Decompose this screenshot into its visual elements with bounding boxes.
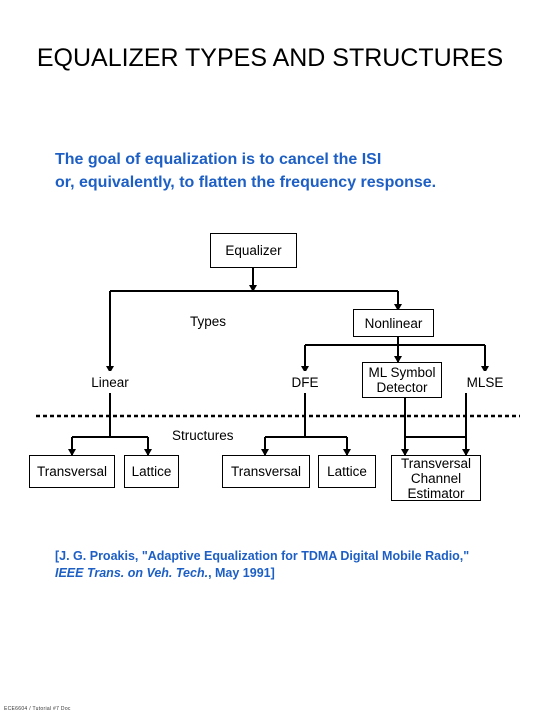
lattice-2-box: Lattice	[318, 455, 376, 488]
estimator-line-2: Channel	[410, 470, 462, 486]
equalizer-label: Equalizer	[225, 243, 282, 258]
types-label: Types	[190, 314, 227, 329]
ml-symbol-detector-box: ML Symbol Detector	[362, 362, 442, 398]
estimator-line-1: Transversal	[400, 455, 472, 471]
reference-line-1: [J. G. Proakis, "Adaptive Equalization f…	[55, 549, 470, 563]
linear-label: Linear	[91, 374, 129, 390]
equalizer-box: Equalizer	[210, 233, 297, 268]
ml-symbol-line-1: ML Symbol	[368, 365, 436, 380]
page-footer: ECE6604 / Tutorial #7 Doc	[4, 706, 71, 712]
nonlinear-box: Nonlinear	[353, 309, 434, 337]
lattice-1-label: Lattice	[131, 464, 172, 479]
goal-line-2: or, equivalently, to flatten the frequen…	[55, 174, 437, 191]
mlse-node: MLSE	[455, 371, 515, 393]
structures-label: Structures	[172, 428, 234, 443]
goal-statement: The goal of equalization is to cancel th…	[55, 148, 436, 194]
transversal-2-label: Transversal	[230, 464, 302, 479]
ml-symbol-line-2: Detector	[376, 380, 428, 395]
channel-estimator-box: Transversal Channel Estimator	[391, 455, 481, 501]
mlse-label: MLSE	[466, 374, 504, 390]
reference-journal: IEEE Trans. on Veh. Tech.	[55, 566, 209, 580]
reference-citation: [J. G. Proakis, "Adaptive Equalization f…	[55, 548, 469, 582]
lattice-1-box: Lattice	[124, 455, 179, 488]
reference-date: , May 1991]	[208, 566, 275, 580]
estimator-line-3: Estimator	[407, 485, 465, 501]
page-title: EQUALIZER TYPES AND STRUCTURES	[36, 44, 504, 72]
lattice-2-label: Lattice	[327, 464, 367, 479]
transversal-1-label: Transversal	[36, 464, 108, 479]
reference-line-2: IEEE Trans. on Veh. Tech., May 1991]	[55, 565, 469, 582]
transversal-1-box: Transversal	[29, 455, 115, 488]
dfe-label: DFE	[291, 374, 319, 390]
dfe-node: DFE	[280, 371, 330, 393]
linear-node: Linear	[80, 371, 140, 393]
nonlinear-label: Nonlinear	[364, 315, 423, 331]
goal-line-1: The goal of equalization is to cancel th…	[55, 151, 382, 168]
transversal-2-box: Transversal	[222, 455, 310, 488]
